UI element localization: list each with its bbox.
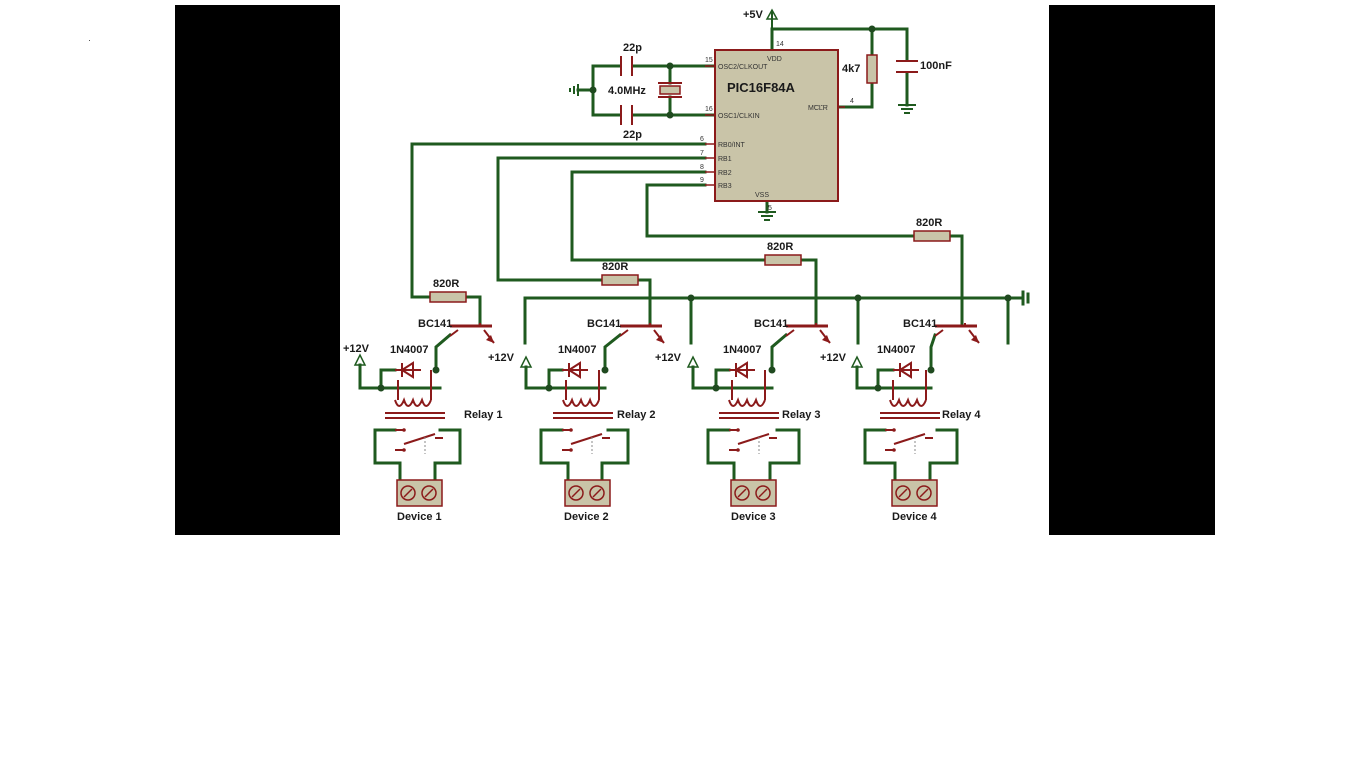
relay-switch-arm (737, 433, 770, 445)
pin-mclr: MCLR (808, 105, 828, 112)
pin-rb1-number: 7 (700, 150, 704, 157)
relay-coil-icon (889, 397, 927, 407)
reset-resistor: 4k7 (842, 54, 878, 84)
transistor-label: BC141 (587, 318, 621, 330)
diode-label: 1N4007 (390, 344, 429, 356)
device-label: Device 4 (892, 511, 938, 523)
decoupling-cap-label: 100nF (920, 60, 952, 72)
pin-osc1-number: 16 (705, 106, 713, 113)
pic-microcontroller: PIC16F84A VDD 14 OSC2/CLKOUT 15 OSC1/CLK… (700, 41, 854, 212)
relay-label: Relay 2 (617, 409, 656, 421)
device-label: Device 1 (397, 511, 442, 523)
supply-arrow-icon (850, 355, 864, 368)
relay-coil-icon (562, 397, 600, 407)
diode-label: 1N4007 (558, 344, 597, 356)
diode-label: 1N4007 (877, 344, 916, 356)
pin-osc2-number: 15 (705, 57, 713, 64)
pin-vdd-number: 14 (776, 41, 784, 48)
vcc-label: +5V (743, 9, 764, 21)
base-resistor (764, 254, 802, 266)
base-resistor-label: 820R (767, 241, 793, 253)
pin-vdd: VDD (767, 56, 782, 63)
supply-arrow-icon (353, 353, 367, 366)
device-label: Device 3 (731, 511, 776, 523)
relay-switch-arm (570, 433, 603, 445)
pin-rb3: RB3 (718, 183, 732, 190)
relay-switch-arm (403, 433, 436, 445)
relay-label: Relay 4 (942, 409, 981, 421)
emitter-arrow-icon (486, 335, 494, 343)
relay-coil-icon (394, 397, 432, 407)
supply-arrow-icon (686, 355, 700, 368)
pin-vss-number: 5 (768, 205, 772, 212)
base-resistor-label: 820R (433, 278, 459, 290)
chip-name: PIC16F84A (727, 80, 796, 95)
vcc-supply: +5V (743, 8, 779, 29)
device-label: Device 2 (564, 511, 609, 523)
supply-arrow-icon (519, 355, 533, 368)
oscillator-cap-bottom: 22p (620, 105, 642, 141)
crystal-label: 4.0MHz (608, 85, 646, 97)
pin-rb3-number: 9 (700, 177, 704, 184)
relay-driver-schematic: PIC16F84A VDD 14 OSC2/CLKOUT 15 OSC1/CLK… (340, 5, 1049, 535)
cap-top-label: 22p (623, 42, 642, 54)
stray-dot (89, 40, 90, 41)
base-resistor (429, 291, 467, 303)
base-resistor-label: 820R (602, 261, 628, 273)
pin-rb2-number: 8 (700, 164, 704, 171)
pin-rb0: RB0/INT (718, 142, 746, 149)
diode-icon (734, 361, 748, 379)
diode-label: 1N4007 (723, 344, 762, 356)
decoupling-capacitor: 100nF (896, 60, 952, 114)
oscillator-ground (569, 84, 579, 96)
pin-rb2: RB2 (718, 170, 732, 177)
base-resistor (601, 274, 639, 286)
reset-resistor-label: 4k7 (842, 63, 860, 75)
pin-osc1: OSC1/CLKIN (718, 113, 760, 120)
cap-bottom-label: 22p (623, 129, 642, 141)
base-resistor-label: 820R (916, 217, 942, 229)
pin-rb1: RB1 (718, 156, 732, 163)
transistor-label: BC141 (418, 318, 452, 330)
vss-ground (758, 211, 776, 221)
supply-label: +12V (655, 352, 682, 364)
diode-icon (400, 361, 414, 379)
emitter-arrow-icon (822, 335, 830, 343)
pin-rb0-number: 6 (700, 136, 704, 143)
emitter-arrow-icon (971, 335, 979, 343)
crystal: 4.0MHz (608, 82, 682, 98)
transistor-label: BC141 (754, 318, 788, 330)
emitter-arrow-icon (656, 335, 664, 343)
supply-label: +12V (488, 352, 515, 364)
pin-vss: VSS (755, 192, 769, 199)
transistor-label: BC141 (903, 318, 937, 330)
relay-label: Relay 3 (782, 409, 821, 421)
right-letterbox-bar (1049, 5, 1215, 535)
pin-mclr-number: 4 (850, 98, 854, 105)
pin-osc2: OSC2/CLKOUT (718, 64, 768, 71)
oscillator-cap-top: 22p (620, 42, 642, 76)
left-letterbox-bar (175, 5, 340, 535)
base-resistor (913, 230, 951, 242)
relay-coil-icon (728, 397, 766, 407)
relay-label: Relay 1 (464, 409, 503, 421)
diode-icon (898, 361, 912, 379)
supply-label: +12V (820, 352, 847, 364)
relay-switch-arm (893, 433, 926, 445)
diode-icon (567, 361, 581, 379)
supply-label: +12V (343, 343, 370, 355)
